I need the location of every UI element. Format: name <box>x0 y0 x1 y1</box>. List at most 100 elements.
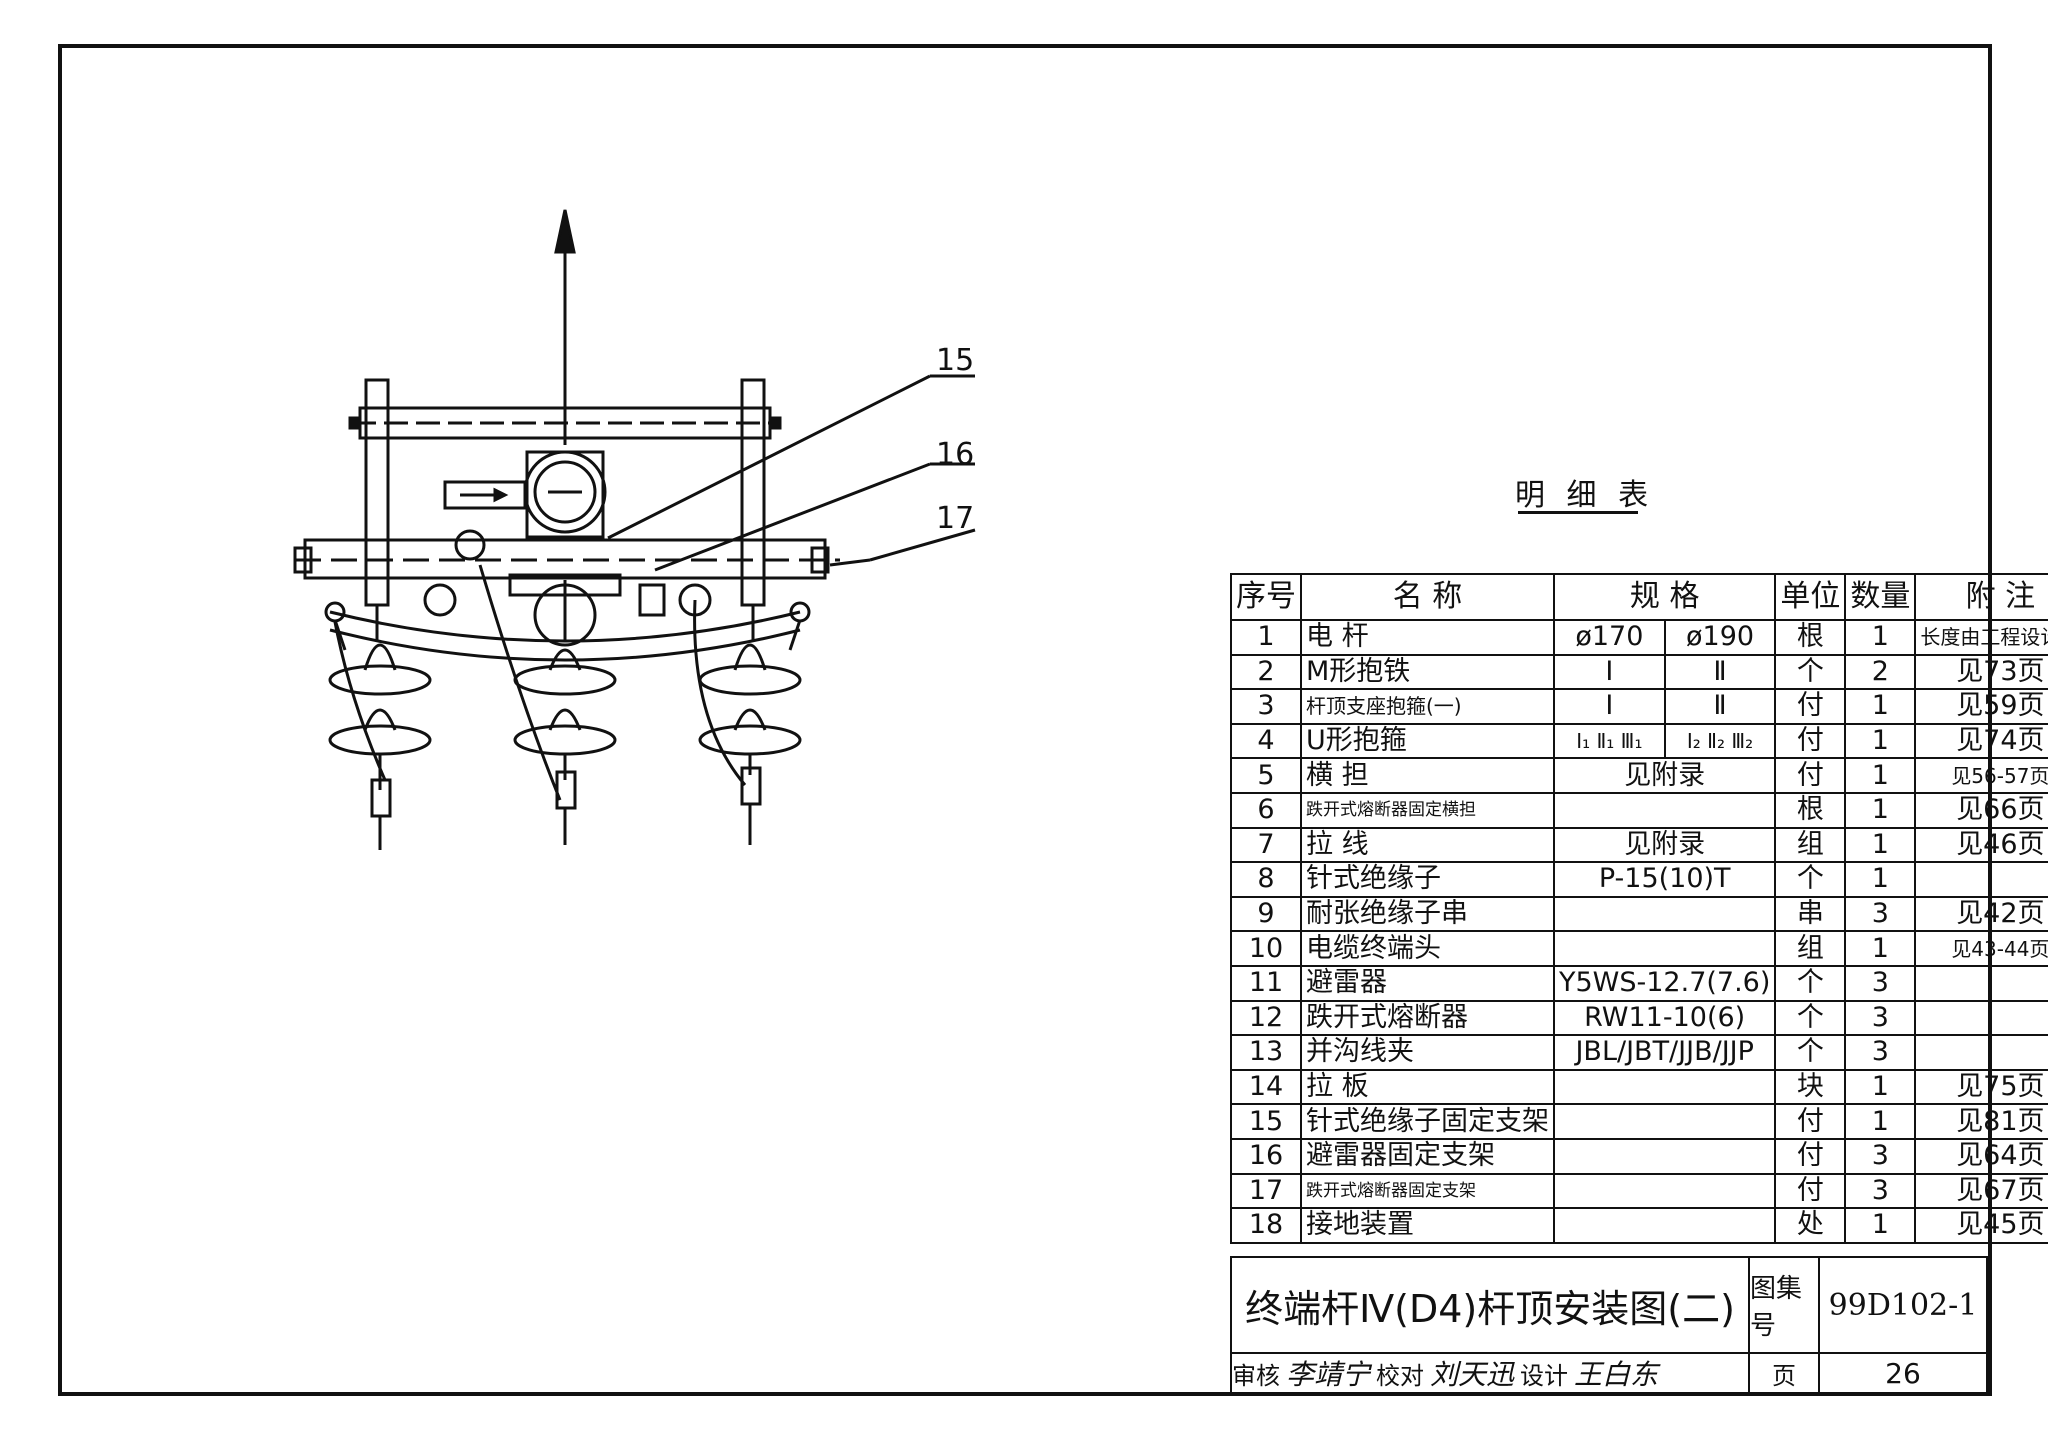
row-qty: 1 <box>1844 619 1917 656</box>
row-number: 10 <box>1230 930 1302 967</box>
row-note <box>1914 1034 2048 1071</box>
row-spec: RW11-10(6) <box>1552 999 1777 1037</box>
row-note <box>1914 999 2048 1037</box>
signature-row: 审核 李靖宁 校对 刘天迅 设计 王白东 <box>1230 1352 1750 1394</box>
row-name: 跌开式熔断器 <box>1300 999 1555 1037</box>
row-number: 16 <box>1230 1137 1302 1175</box>
row-qty: 1 <box>1844 688 1917 725</box>
leader-line-15 <box>607 374 975 540</box>
row-spec <box>1552 930 1777 967</box>
row-qty: 3 <box>1844 1172 1917 1210</box>
row-number: 9 <box>1230 895 1302 933</box>
row-note: 见59页 <box>1914 688 2048 725</box>
pole-head <box>523 450 607 539</box>
row-spec <box>1552 1137 1777 1175</box>
row-unit: 根 <box>1774 791 1847 829</box>
row-name: 拉 线 <box>1300 826 1555 864</box>
leader-line-17 <box>829 528 976 567</box>
arrester-left <box>423 529 486 617</box>
review-signature: 李靖宁 <box>1286 1358 1371 1391</box>
row-note <box>1914 964 2048 1002</box>
row-qty: 1 <box>1844 1207 1917 1244</box>
row-name: U形抱箍 <box>1300 722 1555 760</box>
pole-post-right <box>740 378 766 640</box>
row-name: 并沟线夹 <box>1300 1034 1555 1071</box>
row-note: 见43-44页 <box>1914 930 2048 967</box>
row-note: 见81页 <box>1914 1103 2048 1140</box>
row-note: 见45页 <box>1914 1207 2048 1244</box>
row-spec-b: ø190 <box>1663 619 1777 656</box>
drawing-title: 终端杆Ⅳ(D4)杆顶安装图(二) <box>1230 1256 1750 1354</box>
review-label: 审核 <box>1232 1361 1280 1390</box>
row-name: M形抱铁 <box>1300 653 1555 691</box>
row-spec-a: Ⅰ <box>1553 688 1666 725</box>
arrester-bracket <box>443 480 527 510</box>
row-note: 见74页 <box>1914 722 2048 760</box>
row-spec: 见附录 <box>1552 757 1777 794</box>
row-number: 3 <box>1230 688 1302 725</box>
row-number: 2 <box>1230 653 1302 691</box>
page-label: 页 <box>1748 1352 1820 1394</box>
row-name: 跌开式熔断器固定横担 <box>1300 791 1555 829</box>
row-note: 长度由工程设计定 <box>1914 619 2048 656</box>
row-spec: 见附录 <box>1552 826 1777 864</box>
row-number: 18 <box>1230 1207 1302 1244</box>
row-unit: 串 <box>1774 895 1847 933</box>
header-spec: 规 格 <box>1552 573 1777 621</box>
table-row: 1电 杆ø170ø190根1长度由工程设计定 <box>1230 619 2048 656</box>
row-qty: 1 <box>1844 826 1917 864</box>
row-number: 15 <box>1230 1103 1302 1140</box>
row-name: 杆顶支座抱箍(一) <box>1300 688 1555 725</box>
row-number: 14 <box>1230 1068 1302 1106</box>
row-spec-a: ø170 <box>1553 619 1666 656</box>
row-qty: 1 <box>1844 757 1917 794</box>
row-note <box>1914 861 2048 898</box>
row-number: 12 <box>1230 999 1302 1037</box>
row-spec-a: Ⅰ₁ Ⅱ₁ Ⅲ₁ <box>1553 722 1666 760</box>
row-spec <box>1552 1103 1777 1140</box>
row-qty: 1 <box>1844 722 1917 760</box>
row-spec-b: Ⅱ <box>1663 653 1777 691</box>
row-number: 5 <box>1230 757 1302 794</box>
row-number: 17 <box>1230 1172 1302 1210</box>
row-name: 横 担 <box>1300 757 1555 794</box>
row-unit: 付 <box>1774 722 1847 760</box>
row-name: 跌开式熔断器固定支架 <box>1300 1172 1555 1210</box>
row-qty: 3 <box>1844 895 1917 933</box>
arrester-right <box>638 583 712 617</box>
atlas-number: 99D102-1 <box>1818 1256 1988 1354</box>
design-signature: 王白东 <box>1574 1358 1659 1391</box>
row-qty: 3 <box>1844 999 1917 1037</box>
row-name: 针式绝缘子固定支架 <box>1300 1103 1555 1140</box>
row-number: 1 <box>1230 619 1302 656</box>
header-qty: 数量 <box>1844 573 1917 621</box>
row-name: 避雷器 <box>1300 964 1555 1002</box>
header-name: 名 称 <box>1300 573 1555 621</box>
upward-arrow <box>554 209 576 445</box>
row-unit: 付 <box>1774 757 1847 794</box>
row-note: 见42页 <box>1914 895 2048 933</box>
callout-16: 16 <box>936 437 975 472</box>
row-name: 拉 板 <box>1300 1068 1555 1106</box>
upper-crossarm <box>348 406 782 440</box>
row-note: 见75页 <box>1914 1068 2048 1106</box>
row-note: 见66页 <box>1914 791 2048 829</box>
row-qty: 1 <box>1844 1068 1917 1106</box>
row-spec: JBL/JBT/JJB/JJP <box>1552 1034 1777 1071</box>
row-spec <box>1552 895 1777 933</box>
row-number: 7 <box>1230 826 1302 864</box>
row-spec <box>1552 1172 1777 1210</box>
row-name: 接地装置 <box>1300 1207 1555 1244</box>
row-qty: 3 <box>1844 1034 1917 1071</box>
phase-right <box>693 599 811 845</box>
header-unit: 单位 <box>1774 573 1847 621</box>
row-number: 8 <box>1230 861 1302 898</box>
row-name: 耐张绝缘子串 <box>1300 895 1555 933</box>
